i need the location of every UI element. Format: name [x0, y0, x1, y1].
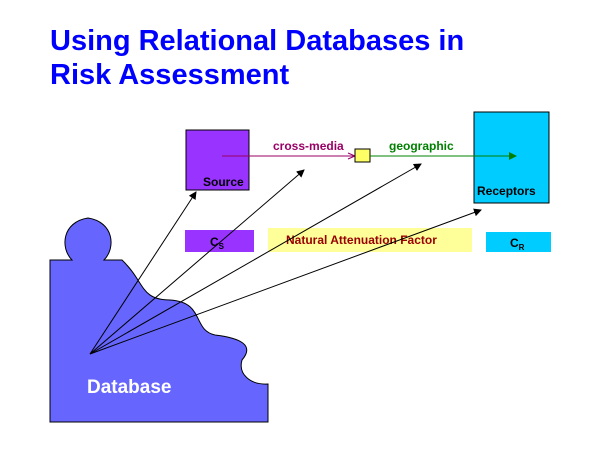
arrow-to-receptors [89, 208, 482, 355]
geographic-label: geographic [389, 139, 454, 153]
cr-box [486, 232, 551, 252]
arrow-to-cross-media [89, 169, 305, 355]
cross-media-label: cross-media [273, 139, 344, 153]
source-box [185, 129, 250, 191]
cs-main: C [210, 235, 219, 249]
database-label: Database [87, 377, 172, 398]
cs-box [185, 230, 254, 252]
page-title: Using Relational Databases in Risk Asses… [50, 24, 464, 92]
database-arrows [89, 163, 482, 355]
cs-label: CS [210, 235, 225, 251]
receptors-label: Receptors [477, 184, 536, 198]
cr-label: CR [510, 236, 525, 252]
arrow-to-geographic [89, 163, 422, 355]
title-line-1: Using Relational Databases in [50, 25, 465, 57]
title-line-2: Risk Assessment [50, 59, 290, 91]
source-label: Source [203, 175, 244, 189]
connector-box [354, 148, 371, 163]
arrow-to-source [89, 191, 197, 355]
database-puzzle-shape [49, 217, 269, 423]
cr-main: C [510, 236, 519, 250]
cs-subscript: S [219, 242, 225, 251]
cr-subscript: R [519, 243, 525, 252]
naf-label: Natural Attenuation Factor [286, 233, 437, 247]
